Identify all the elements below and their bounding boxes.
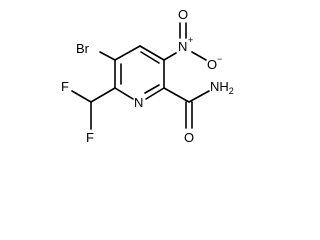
bond-nitro-n-o-right — [191, 51, 207, 61]
bond-c5-nitro-n — [163, 52, 177, 61]
amide-n-label: NH — [210, 79, 229, 94]
bond-amide-c-n — [188, 90, 210, 103]
bond-c6-n1 — [145, 87, 165, 100]
atom-br: Br — [76, 41, 90, 56]
bond-chf2-f-left — [71, 90, 92, 103]
atom-amide-o: O — [184, 130, 194, 145]
bond-c4-c5 — [139, 45, 165, 61]
bond-c4-c5-inner — [140, 51, 160, 64]
nitro-n-charge: + — [188, 35, 193, 45]
atom-f-bottom: F — [86, 130, 94, 145]
atom-nitro-n: N — [178, 39, 187, 54]
chemical-structure: Br N + O O − N F F NH2 O — [61, 7, 234, 145]
atom-f-left: F — [61, 79, 69, 94]
atom-amide-n: NH2 — [210, 79, 234, 96]
bond-c3-br — [99, 51, 116, 61]
bond-n1-c2 — [114, 87, 134, 100]
bond-c6-amide-c — [163, 87, 190, 103]
structure-canvas: Br N + O O − N F F NH2 O — [61, 7, 234, 145]
bond-c6-n1-inner — [144, 84, 160, 94]
atom-nitro-o-right: O — [207, 57, 217, 72]
bond-c2-chf2 — [90, 87, 116, 103]
amide-n-subscript: 2 — [229, 86, 234, 96]
atom-nitro-o-top: O — [178, 7, 188, 22]
atom-ring-n: N — [134, 95, 143, 110]
bond-c3-c4 — [114, 45, 141, 61]
nitro-o-charge: − — [217, 54, 222, 64]
